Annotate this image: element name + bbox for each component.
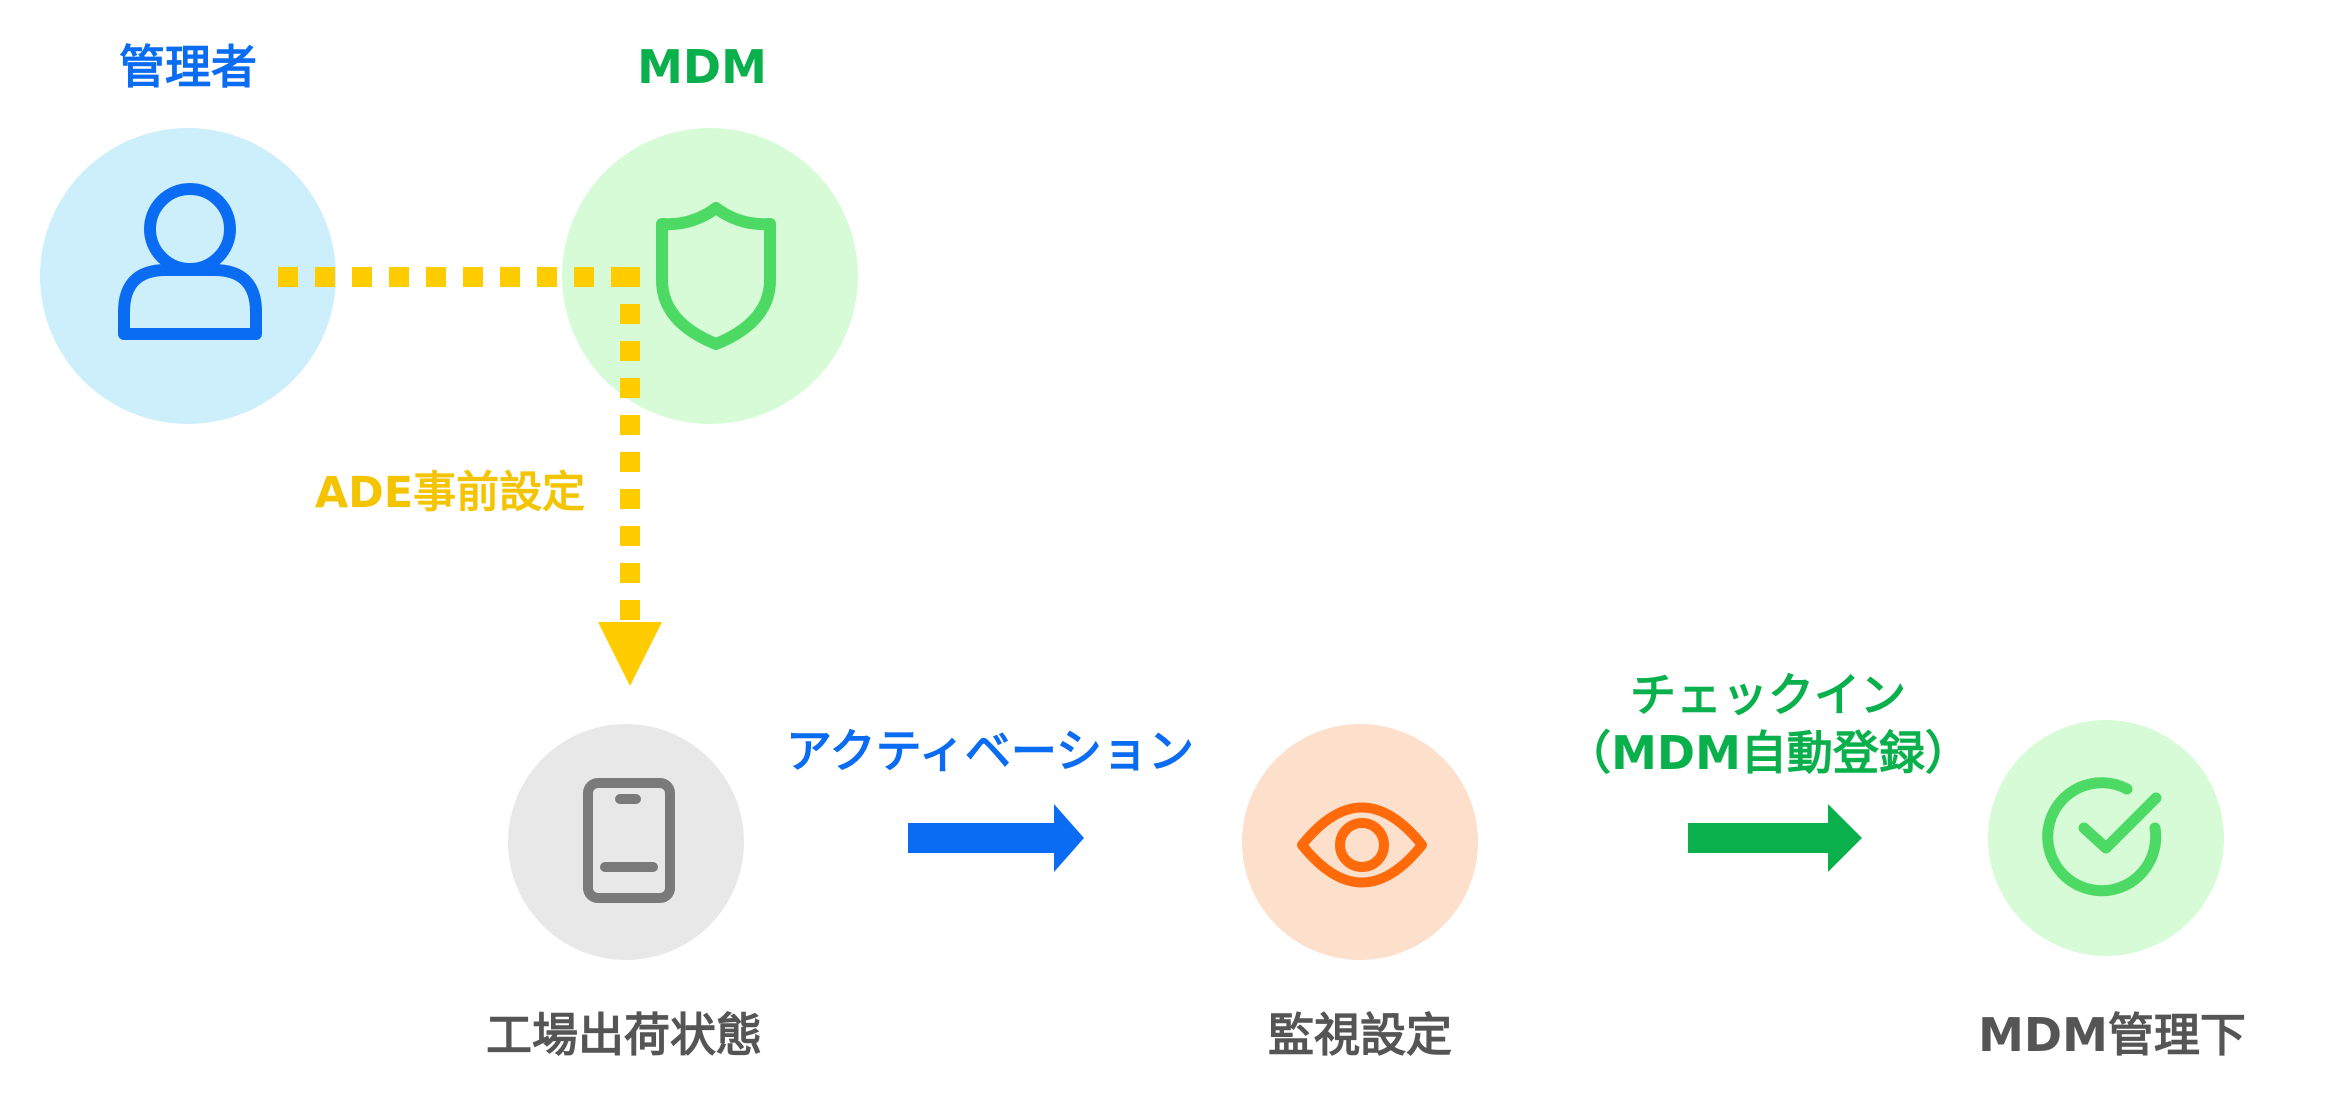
person-icon: [118, 183, 262, 340]
checkin-arrow: [1688, 804, 1862, 872]
mdm-node: [562, 128, 858, 424]
shield-icon: [656, 202, 776, 350]
supervision-label: 監視設定: [1268, 1008, 1452, 1062]
activation-arrow: [908, 804, 1084, 872]
supervision-node: [1242, 724, 1478, 960]
factory-state-label: 工場出荷状態: [486, 1008, 762, 1062]
checkin-sublabel: （MDM自動登録）: [1565, 726, 1971, 780]
admin-node: [40, 128, 336, 424]
smartphone-icon: [583, 778, 675, 903]
ade-dotted-connector: [278, 267, 662, 686]
admin-label: 管理者: [119, 40, 257, 94]
checkin-label: チェックイン: [1630, 668, 1906, 722]
mdm-circle: [562, 128, 858, 424]
factory-circle: [508, 724, 744, 960]
check-circle-icon: [2042, 777, 2162, 897]
ade-presetup-label: ADE事前設定: [314, 468, 586, 518]
mdm-label: MDM: [637, 40, 767, 94]
mdm-managed-label: MDM管理下: [1978, 1008, 2246, 1062]
mdm-managed-node: [1988, 720, 2224, 956]
managed-circle: [1988, 720, 2224, 956]
ade-arrowhead: [598, 622, 662, 686]
supervise-circle: [1242, 724, 1478, 960]
activation-label: アクティベーション: [785, 724, 1195, 778]
eye-icon: [1297, 802, 1427, 888]
factory-state-node: [508, 724, 744, 960]
